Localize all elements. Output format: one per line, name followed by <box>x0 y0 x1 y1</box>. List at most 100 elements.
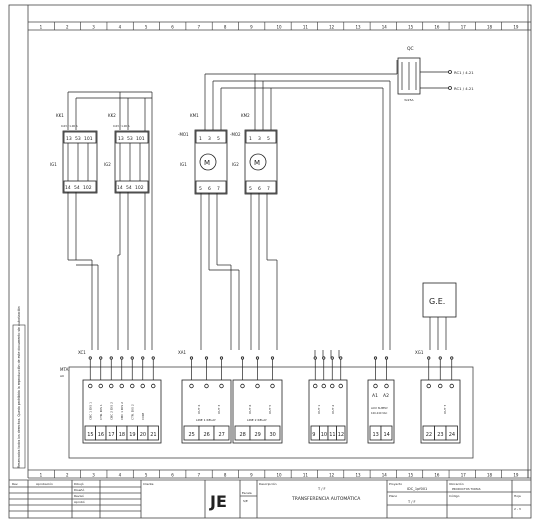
terminal-gen-24 <box>445 425 458 441</box>
kk1-bot-3: 102 <box>83 185 92 191</box>
outs-out-1: OUT 2 <box>331 405 335 414</box>
km2-contactor: KM2 -MO2 IG2 1 3 5 M 5 6 7 <box>230 113 278 350</box>
gen-out-0: OUT 7 <box>443 405 447 414</box>
terminal-r1-27 <box>213 425 230 441</box>
km2-sub: -MO2 <box>230 132 241 137</box>
terminal-label-gen-22: 22 <box>426 432 432 438</box>
terminal-label-sup-14: 14 <box>384 432 390 438</box>
terminal-label-out-9: 9 <box>312 432 315 438</box>
terminal-label-in-15: 15 <box>87 432 93 438</box>
terminal-label-gen-24: 24 <box>449 432 455 438</box>
input-label-4: CTR. DIS 2 <box>131 404 135 420</box>
ruler-bottom-5: 5 <box>145 473 148 478</box>
qc-output-1: RC1 / 4.21 <box>454 70 474 75</box>
kk1-ig-label: IG1 <box>50 162 57 167</box>
xa1-label: XA1 <box>178 350 186 355</box>
terminal-r2-30 <box>264 425 281 441</box>
terminal-in-21 <box>147 425 159 441</box>
km1-motor: M <box>204 159 210 167</box>
km1-sub: -MO1 <box>178 132 189 137</box>
km1-top-3: 5 <box>217 136 220 142</box>
input-label-1: CTR. DIS 1 <box>99 404 103 420</box>
km2-top-1: 1 <box>249 136 252 142</box>
kk2-top-1: 13 <box>118 136 124 142</box>
ruler-bottom-16: 16 <box>434 473 440 478</box>
escala-value: S/E <box>243 499 248 503</box>
proyecto-value: IDC_1pf001 <box>407 487 427 491</box>
title-block: Rev. Aprobación Dibujó Diseñó Revisó Apr… <box>9 479 531 518</box>
km2-bot-1: 5 <box>249 186 252 192</box>
relay1-label: LINE 1 RELAY <box>196 418 216 422</box>
input-label-2: CBC 2 DIS 2 <box>110 402 114 420</box>
ruler-top-13: 13 <box>355 25 361 30</box>
hoja-value: 2 - 3 <box>514 507 521 511</box>
ruler-bottom-3: 3 <box>92 473 95 478</box>
terminal-label-out-11: 11 <box>329 432 335 438</box>
ruler-bottom-18: 18 <box>487 473 493 478</box>
ruler-bottom-10: 10 <box>277 473 283 478</box>
ruler-bottom-13: 13 <box>355 473 361 478</box>
km2-top-2: 3 <box>258 136 261 142</box>
terminal-label-in-17: 17 <box>108 432 114 438</box>
ruler-top-4: 4 <box>119 25 122 30</box>
descripcion-label: Descripción <box>259 482 277 486</box>
ruler-bottom-8: 8 <box>224 473 227 478</box>
ruler-top-18: 18 <box>487 25 493 30</box>
descripcion-value: T / F <box>317 487 326 491</box>
kk1-top-1: 13 <box>66 136 72 142</box>
terminal-label-in-19: 19 <box>129 432 135 438</box>
terminal-out-12 <box>336 425 346 441</box>
km1-bot-3: 7 <box>217 186 220 192</box>
xg1-label: XG1 <box>415 350 424 355</box>
supply-pin-2: A2 <box>383 393 389 399</box>
ruler-bottom-6: 6 <box>171 473 174 478</box>
qc-label: QC <box>407 46 414 52</box>
ruler-top-11: 11 <box>303 25 309 30</box>
escala-label: Escala <box>242 491 252 495</box>
kk2-bot-1: 14 <box>117 185 123 191</box>
diseno-label: Diseñó <box>74 488 84 492</box>
kk2-top-2: 53 <box>127 136 133 142</box>
terminal-label-r2-29: 29 <box>255 432 261 438</box>
ruler-top-1: 1 <box>40 25 43 30</box>
qc-note: 3x25A <box>404 98 415 102</box>
km2-motor: M <box>254 159 260 167</box>
drawing-title: TRANSFERENCIA AUTOMÁTICA <box>291 495 361 502</box>
kk2-ig-label: IG2 <box>104 162 111 167</box>
km1-motor-icon <box>199 153 217 171</box>
terminal-label-gen-23: 23 <box>437 432 443 438</box>
ruler-top-10: 10 <box>277 25 283 30</box>
ruler-bottom-17: 17 <box>461 473 467 478</box>
ruler-bottom-2: 2 <box>66 473 69 478</box>
km2-bot-3: 7 <box>267 186 270 192</box>
ruler-top-7: 7 <box>198 25 201 30</box>
kk1-protection: KK1 0.63 / 1.00 A IG1 13 53 101 14 54 10… <box>50 113 99 350</box>
generator: G.E. <box>422 282 457 350</box>
relay2-label: LINE 2 RELAY <box>247 418 267 422</box>
aprobo-label: Aprobó <box>74 500 85 504</box>
power-bus <box>67 60 398 350</box>
kk1-rating: 0.63 / 1.00 A <box>61 124 78 128</box>
ge-label: G.E. <box>429 297 445 306</box>
outer-frame <box>8 4 532 519</box>
ruler-bottom-15: 15 <box>408 473 414 478</box>
kk2-label: KK2 <box>108 113 116 118</box>
ruler-top-3: 3 <box>92 25 95 30</box>
reviso-label: Revisó <box>74 494 84 498</box>
kk2-bot-2: 54 <box>126 185 132 191</box>
terminal-label-r2-30: 30 <box>270 432 276 438</box>
terminal-label-sup-13: 13 <box>373 432 379 438</box>
proyecto-label: Proyecto <box>389 482 402 486</box>
terminal-label-in-21: 21 <box>150 432 156 438</box>
qc-breaker: QC 3x25A RC1 / 4.21 RC1 / 4.21 <box>397 46 474 102</box>
ruler-top-9: 9 <box>250 25 253 30</box>
terminal-label-r1-25: 25 <box>189 432 195 438</box>
kk2-protection: KK2 0.63 / 1.00 A IG2 13 53 101 14 54 10… <box>104 113 150 350</box>
ruler-bottom-4: 4 <box>119 473 122 478</box>
input-label-3: CBC 1 DIS 2 <box>120 402 124 420</box>
km1-label: KM1 <box>190 113 199 118</box>
kk1-top-3: 101 <box>84 136 93 142</box>
terminal-label-in-18: 18 <box>119 432 125 438</box>
mta-sub: A0 <box>60 374 64 378</box>
